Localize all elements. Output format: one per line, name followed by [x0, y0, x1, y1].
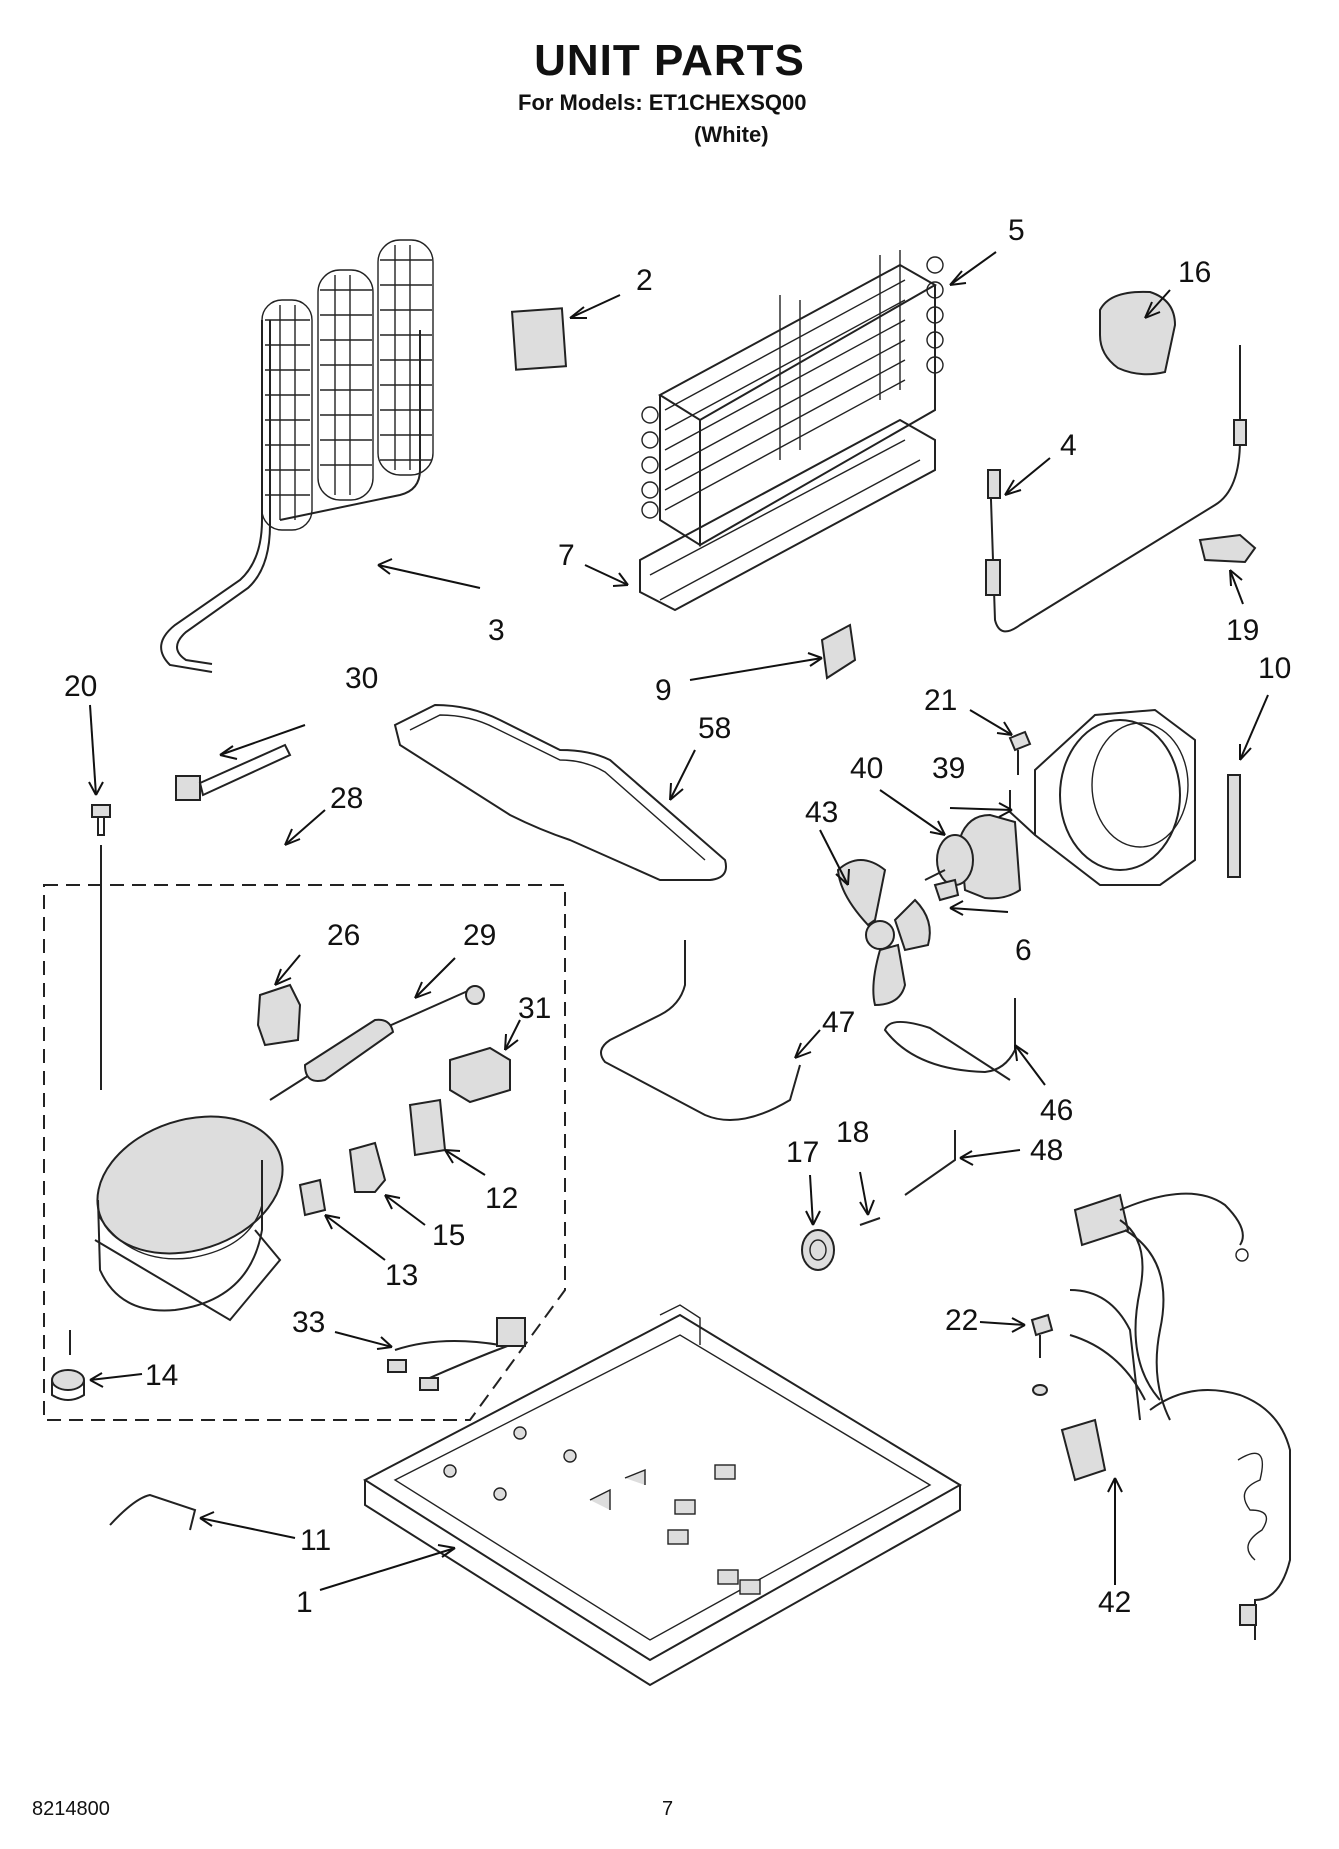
compressor [69, 1115, 284, 1355]
sensor-wire [985, 345, 1247, 633]
callout-31: 31 [518, 992, 551, 1025]
callout-12: 12 [485, 1182, 518, 1215]
callout-10: 10 [1258, 652, 1291, 685]
capacitor-31 [449, 1046, 511, 1104]
bolt-18 [859, 1217, 881, 1226]
callout-7: 7 [558, 539, 575, 572]
callout-30: 30 [345, 662, 378, 695]
callout-13: 13 [385, 1259, 418, 1292]
callout-22: 22 [945, 1304, 978, 1337]
harness-33 [387, 1317, 526, 1391]
callout-29: 29 [463, 919, 496, 952]
clip-19 [1198, 533, 1257, 564]
callout-21: 21 [924, 684, 957, 717]
screw-20 [91, 804, 111, 1090]
callout-19: 19 [1226, 614, 1259, 647]
callout-6: 6 [1015, 934, 1032, 967]
base-pan [362, 1304, 962, 1687]
cover-part [1099, 290, 1177, 376]
page-number: 7 [662, 1798, 674, 1820]
part-10 [1227, 774, 1241, 878]
relay-26 [256, 983, 302, 1047]
callout-40: 40 [850, 752, 883, 785]
callout-48: 48 [1030, 1134, 1063, 1167]
callout-39: 39 [932, 752, 965, 785]
callout-46: 46 [1040, 1094, 1073, 1127]
models-line: For Models: ET1CHEXSQ00 [518, 90, 807, 115]
callout-15: 15 [432, 1219, 465, 1252]
page-title: UNIT PARTS [534, 36, 805, 85]
callout-9: 9 [655, 674, 672, 707]
callout-33: 33 [292, 1306, 325, 1339]
filter-drier [269, 985, 485, 1101]
callout-2: 2 [636, 264, 653, 297]
grommet-14 [51, 1369, 85, 1401]
fan-blade [836, 859, 931, 1007]
callout-20: 20 [64, 670, 97, 703]
callout-28: 28 [330, 782, 363, 815]
screw-22 [1030, 1313, 1054, 1396]
wiring-harness [1060, 1192, 1291, 1640]
drain-pan [393, 703, 727, 881]
callout-47: 47 [822, 1006, 855, 1039]
callout-58: 58 [698, 712, 731, 745]
tube-48 [904, 1130, 956, 1196]
screw-6 [933, 878, 960, 902]
callout-4: 4 [1060, 429, 1077, 462]
callout-42: 42 [1098, 1586, 1131, 1619]
cable-tie [175, 743, 292, 801]
leader-lines [88, 251, 1269, 1591]
callout-14: 14 [145, 1359, 178, 1392]
callout-18: 18 [836, 1116, 869, 1149]
part-12 [408, 1098, 447, 1157]
part-15 [348, 1141, 387, 1193]
callout-1: 1 [296, 1586, 313, 1619]
callout-26: 26 [327, 919, 360, 952]
foot-17 [801, 1229, 835, 1271]
color-line: (White) [694, 122, 769, 147]
callout-17: 17 [786, 1136, 819, 1169]
wire-11 [109, 1493, 197, 1531]
fan-motor [924, 813, 1022, 900]
callout-3: 3 [488, 614, 505, 647]
tube-46 [883, 998, 1016, 1081]
condenser-coil [160, 239, 434, 673]
pad-part [510, 307, 568, 371]
doc-number: 8214800 [32, 1798, 110, 1820]
callout-11: 11 [300, 1524, 331, 1557]
tube-47 [600, 940, 801, 1121]
callout-labels: 2 3 5 16 4 7 19 9 10 21 30 20 58 40 39 2… [64, 214, 1291, 1619]
fan-shroud [1008, 708, 1196, 886]
callout-5: 5 [1008, 214, 1025, 247]
part-13 [298, 1178, 327, 1217]
callout-43: 43 [805, 796, 838, 829]
bracket-9 [820, 623, 857, 680]
evaporator-assembly [639, 250, 944, 612]
callout-16: 16 [1178, 256, 1211, 289]
